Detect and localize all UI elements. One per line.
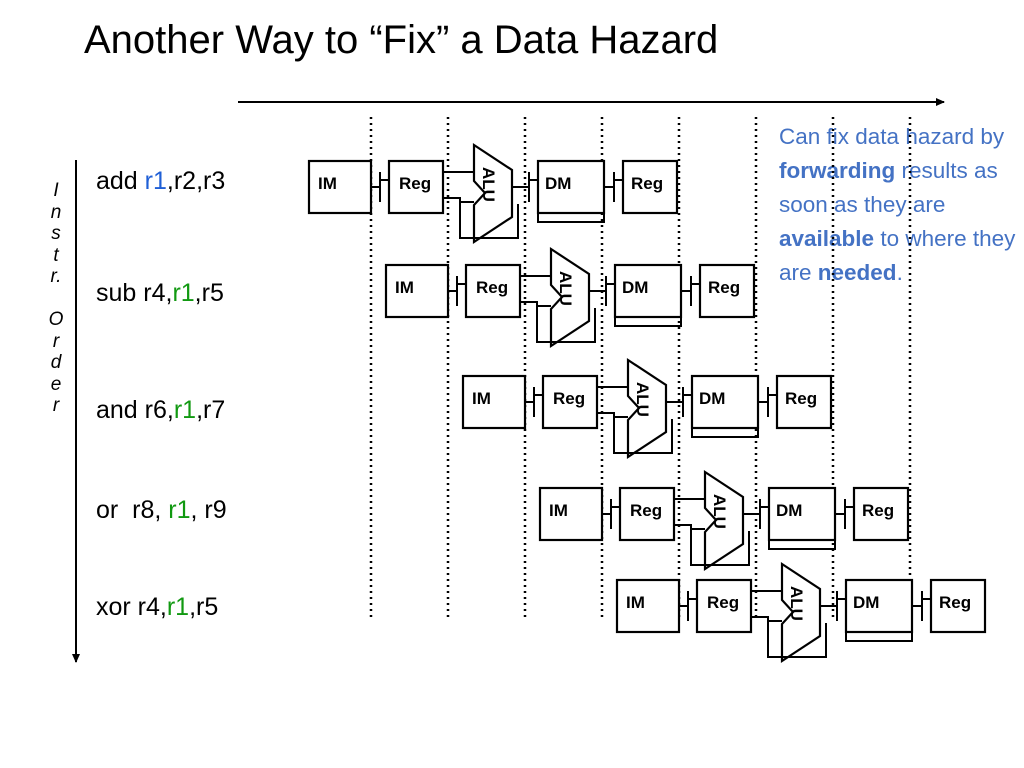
dm-label: DM [776, 501, 802, 520]
dm-label: DM [545, 174, 571, 193]
alu-stage [780, 561, 822, 664]
alu-label: ALU [710, 494, 729, 529]
dm-stage [613, 263, 683, 319]
alu-stage [472, 142, 514, 245]
reg-read-stage [695, 578, 753, 634]
dm-stage [767, 486, 837, 542]
im-stage [538, 486, 604, 542]
reg-write-stage [621, 159, 679, 215]
pipeline-row: IM Reg ALU DM Reg [307, 142, 679, 245]
reg-write-stage [852, 486, 910, 542]
reg-write-stage [929, 578, 987, 634]
reg-write-stage [775, 374, 833, 430]
pipeline-row: IM Reg ALU DM Reg [384, 246, 756, 349]
reg-read-stage [618, 486, 676, 542]
highlight-register: r1 [168, 496, 191, 524]
dm-stage [690, 374, 760, 430]
wb-label: Reg [785, 389, 817, 408]
dm-label: DM [699, 389, 725, 408]
reg-read-stage [464, 263, 522, 319]
reg-label: Reg [476, 278, 508, 297]
im-label: IM [549, 501, 568, 520]
pipeline-row: IM Reg ALU DM Reg [538, 469, 910, 572]
im-stage [307, 159, 373, 215]
instruction-order-label: I n s t r. O r d e r [48, 180, 64, 416]
reg-label: Reg [553, 389, 585, 408]
im-label: IM [395, 278, 414, 297]
dm-stage [536, 159, 606, 215]
dm-stage [844, 578, 914, 634]
reg-label: Reg [707, 593, 739, 612]
instruction-xor: xor r4,r1,r5 [96, 593, 219, 621]
alu-stage [626, 357, 668, 460]
im-label: IM [626, 593, 645, 612]
forwarding-note: Can fix data hazard by forwarding result… [779, 124, 1016, 285]
instruction-and: and r6,r1,r7 [96, 396, 226, 424]
instruction-add: add r1,r2,r3 [96, 167, 226, 195]
alu-label: ALU [479, 167, 498, 202]
highlight-register: r1 [166, 593, 190, 621]
alu-label: ALU [556, 271, 575, 306]
reg-read-stage [541, 374, 599, 430]
im-label: IM [318, 174, 337, 193]
highlight-register: r1 [172, 279, 195, 307]
reg-read-stage [387, 159, 445, 215]
instruction-sub: sub r4,r1,r5 [96, 279, 224, 307]
wb-label: Reg [862, 501, 894, 520]
im-label: IM [472, 389, 491, 408]
alu-stage [703, 469, 745, 572]
wb-label: Reg [708, 278, 740, 297]
im-stage [384, 263, 450, 319]
wb-label: Reg [631, 174, 663, 193]
alu-stage [549, 246, 591, 349]
alu-label: ALU [633, 382, 652, 417]
page-title: Another Way to “Fix” a Data Hazard [84, 18, 719, 62]
pipeline-row: IM Reg ALU DM Reg [461, 357, 833, 460]
dm-label: DM [853, 593, 879, 612]
reg-label: Reg [399, 174, 431, 193]
instruction-or: or r8, r1, r9 [96, 496, 227, 524]
dm-label: DM [622, 278, 648, 297]
pipeline-row: IM Reg ALU DM Reg [615, 561, 987, 664]
alu-label: ALU [787, 586, 806, 621]
reg-write-stage [698, 263, 756, 319]
highlight-register: r1 [173, 396, 197, 424]
im-stage [461, 374, 527, 430]
reg-label: Reg [630, 501, 662, 520]
highlight-register: r1 [144, 167, 167, 195]
wb-label: Reg [939, 593, 971, 612]
